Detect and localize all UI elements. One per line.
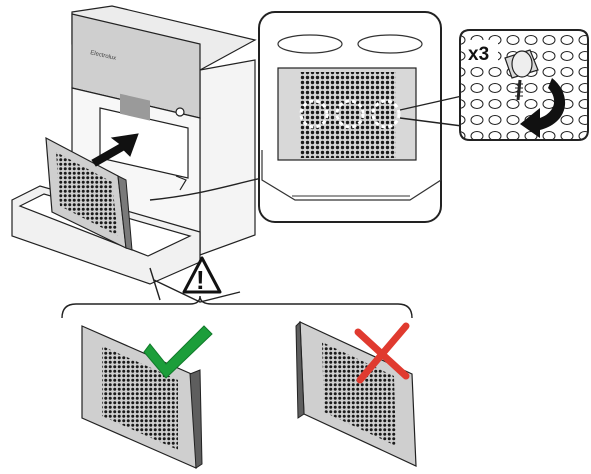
zoom-detail — [259, 12, 441, 222]
warning-icon: ! — [196, 265, 205, 295]
oven-knob — [176, 108, 184, 116]
screw-callout: x3 — [460, 30, 588, 140]
quantity-label: x3 — [468, 44, 489, 65]
comparison-bracket — [62, 296, 412, 318]
correct-orientation — [82, 326, 212, 468]
incorrect-orientation — [296, 322, 416, 466]
